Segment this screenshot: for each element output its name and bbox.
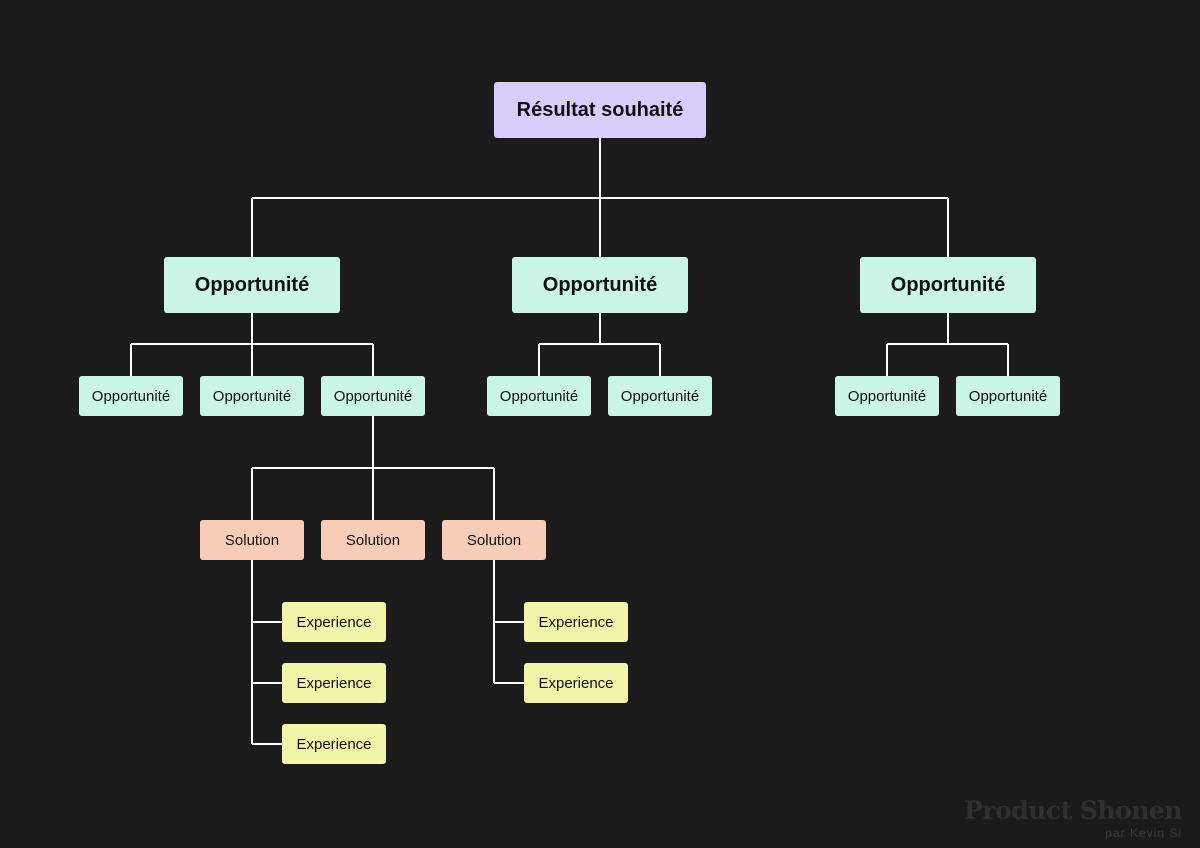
brand-byline: par Kevin Si	[1105, 826, 1182, 840]
connector-solution3-experiences	[493, 560, 524, 684]
sub-opportunity-node[interactable]: Opportunité	[487, 376, 591, 416]
sub-opportunity-node[interactable]: Opportunité	[321, 376, 425, 416]
connector-opp-solutions	[251, 416, 495, 520]
connector-opp1-children	[130, 313, 374, 376]
connector-opp2-children	[538, 313, 661, 376]
experience-node[interactable]: Experience	[524, 663, 628, 703]
solution-node[interactable]: Solution	[442, 520, 546, 560]
opportunity-node[interactable]: Opportunité	[860, 257, 1036, 313]
sub-opportunity-node[interactable]: Opportunité	[200, 376, 304, 416]
brand-watermark: Product Shonen par Kevin Si	[964, 796, 1182, 840]
outcome-node[interactable]: Résultat souhaité	[494, 82, 706, 138]
sub-opportunity-node[interactable]: Opportunité	[79, 376, 183, 416]
sub-opportunity-node[interactable]: Opportunité	[835, 376, 939, 416]
experience-node[interactable]: Experience	[282, 724, 386, 764]
sub-opportunity-node[interactable]: Opportunité	[956, 376, 1060, 416]
experience-node[interactable]: Experience	[282, 602, 386, 642]
sub-opportunity-node[interactable]: Opportunité	[608, 376, 712, 416]
solution-node[interactable]: Solution	[200, 520, 304, 560]
connector-solution1-experiences	[251, 560, 282, 745]
opportunity-node[interactable]: Opportunité	[512, 257, 688, 313]
opportunity-node[interactable]: Opportunité	[164, 257, 340, 313]
solution-node[interactable]: Solution	[321, 520, 425, 560]
connector-outcome-opportunities	[251, 138, 949, 257]
connector-opp3-children	[886, 313, 1009, 376]
brand-title: Product Shonen	[964, 796, 1182, 825]
experience-node[interactable]: Experience	[282, 663, 386, 703]
experience-node[interactable]: Experience	[524, 602, 628, 642]
